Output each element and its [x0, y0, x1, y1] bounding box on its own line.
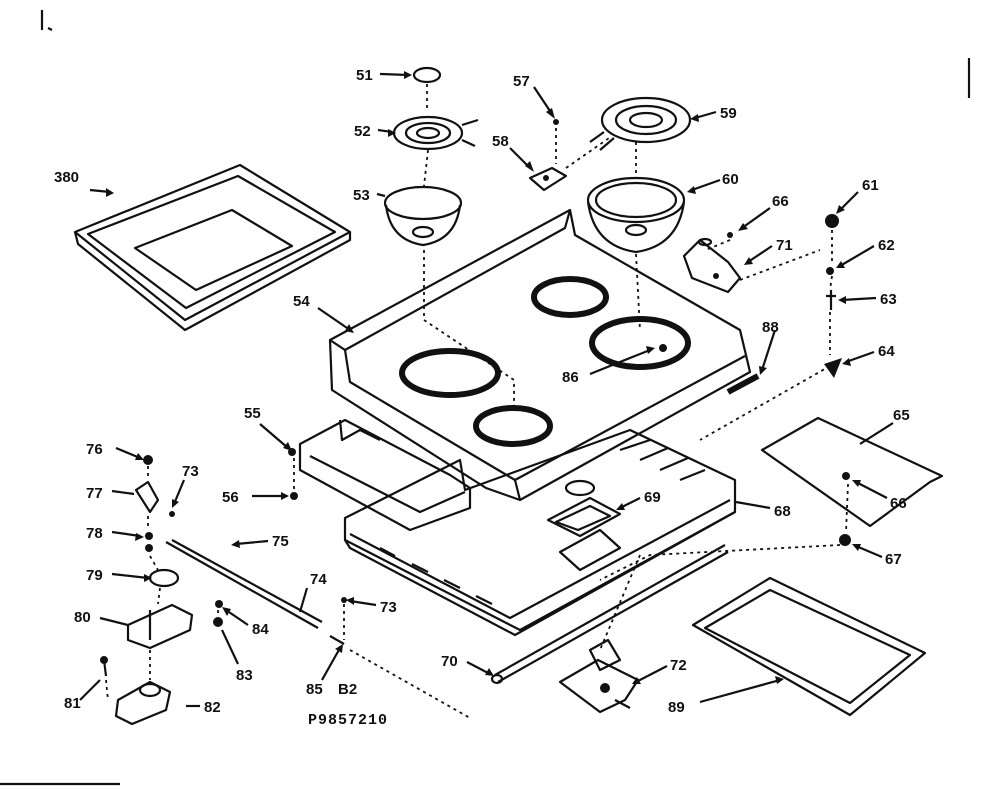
main-cooktop: [328, 208, 760, 502]
callout-67: 67: [885, 551, 902, 568]
callout-55: 55: [244, 405, 261, 422]
callout-59: 59: [720, 105, 737, 122]
callout-85: 85: [306, 681, 323, 698]
callout-arrows: [79, 71, 894, 708]
callout-70: 70: [441, 653, 458, 670]
callout-71: 71: [776, 237, 793, 254]
side-panel: [760, 416, 944, 528]
callout-66a: 66: [772, 193, 789, 210]
front-bracket: [288, 418, 472, 532]
left-hardware: [100, 455, 347, 726]
drawing-number: P9857210: [308, 712, 388, 729]
callout-53: 53: [353, 187, 370, 204]
callout-66b: 66: [890, 495, 907, 512]
callout-77: 77: [86, 485, 103, 502]
callout-76: 76: [86, 441, 103, 458]
callout-65: 65: [893, 407, 910, 424]
callout-51: 51: [356, 67, 373, 84]
callout-60: 60: [722, 171, 739, 188]
callout-89: 89: [668, 699, 685, 716]
hardware-right: [727, 214, 842, 378]
terminal-block: [682, 237, 742, 294]
callout-62: 62: [878, 237, 895, 254]
infinite-switch: [558, 638, 640, 714]
callout-61: 61: [862, 177, 879, 194]
large-surface-unit: [586, 96, 692, 254]
hardware-panel: [839, 472, 851, 546]
callout-52: 52: [354, 123, 371, 140]
front-rod: [490, 544, 729, 685]
element-receptacle: [528, 119, 568, 192]
small-surface-unit: [383, 66, 479, 247]
callout-88: 88: [762, 319, 779, 336]
callout-78: 78: [86, 525, 103, 542]
glass-tray: [691, 576, 927, 717]
revision-code: B2: [338, 681, 357, 698]
callout-68: 68: [774, 503, 791, 520]
callout-57: 57: [513, 73, 530, 90]
callout-54: 54: [293, 293, 310, 310]
callout-84: 84: [252, 621, 269, 638]
callout-80: 80: [74, 609, 91, 626]
callout-81: 81: [64, 695, 81, 712]
callout-labels: 51 52 53 54 55 56 57 58 59 60 61 62 63 6…: [54, 67, 910, 716]
callout-64: 64: [878, 343, 895, 360]
callout-83: 83: [236, 667, 253, 684]
callout-63: 63: [880, 291, 897, 308]
callout-86: 86: [562, 369, 579, 386]
callout-72: 72: [670, 657, 687, 674]
burner-box: [343, 428, 737, 637]
callout-75: 75: [272, 533, 289, 550]
callout-73a: 73: [182, 463, 199, 480]
callout-73b: 73: [380, 599, 397, 616]
drawing-identification: B2 P9857210: [308, 681, 388, 729]
leader-lines: [105, 84, 849, 719]
callout-56: 56: [222, 489, 239, 506]
callout-58: 58: [492, 133, 509, 150]
callout-82: 82: [204, 699, 221, 716]
scan-marks: [0, 10, 971, 786]
broiler-pan: [73, 163, 352, 332]
callout-69: 69: [644, 489, 661, 506]
callout-380: 380: [54, 169, 79, 186]
callout-79: 79: [86, 567, 103, 584]
callout-74: 74: [310, 571, 327, 588]
